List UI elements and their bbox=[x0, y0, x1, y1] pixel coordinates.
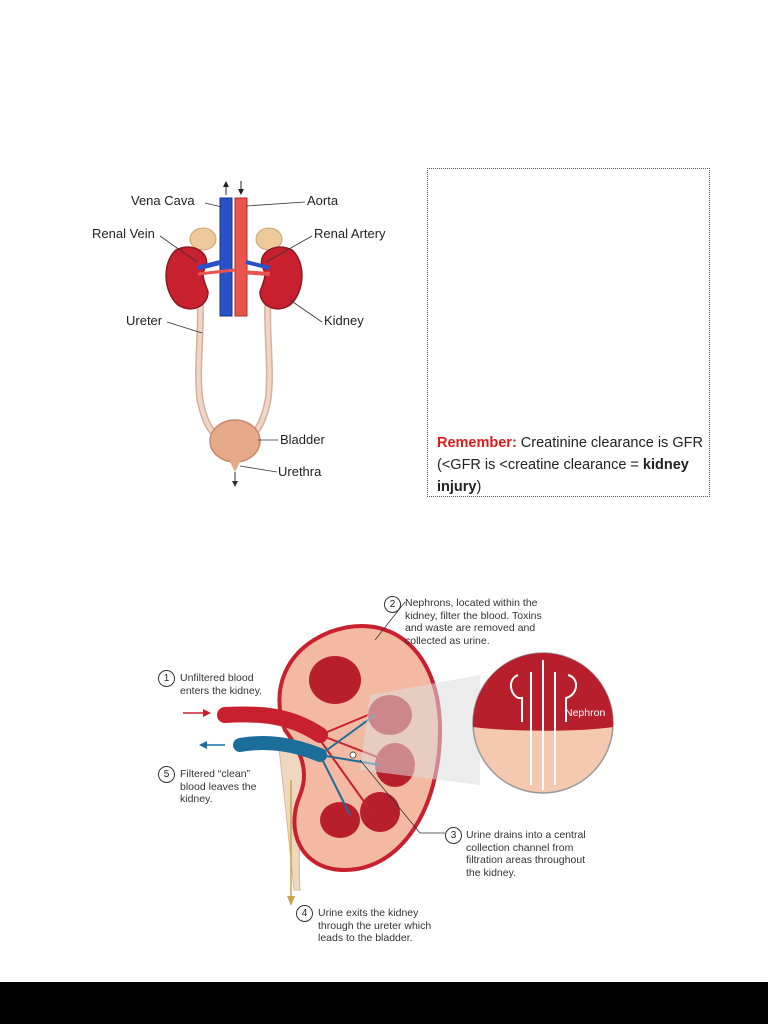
step-text-2: Nephrons, located within the kidney, fil… bbox=[405, 597, 542, 647]
note-bold-text: kidney injury bbox=[437, 457, 689, 495]
label-renal-artery: Renal Artery bbox=[314, 226, 386, 241]
remember-note-box: Remember: Creatinine clearance is GFR (<… bbox=[427, 168, 710, 497]
remember-note-text: Remember: Creatinine clearance is GFR (<… bbox=[437, 432, 707, 498]
step-text-5: Filtered “clean” blood leaves the kidney… bbox=[180, 768, 257, 805]
step-number-4: 4 bbox=[296, 905, 313, 922]
step-text-1: Unfiltered blood enters the kidney. bbox=[180, 672, 263, 697]
step-text-4: Urine exits the kidney through the urete… bbox=[318, 907, 432, 944]
label-bladder: Bladder bbox=[280, 432, 325, 447]
urinary-system-diagram: Vena Cava Aorta Renal Vein Renal Artery … bbox=[0, 0, 420, 500]
label-vena-cava: Vena Cava bbox=[131, 193, 195, 208]
remember-label: Remember: bbox=[437, 435, 517, 451]
note-text-part-2: ) bbox=[476, 479, 482, 495]
step-number-3: 3 bbox=[445, 827, 462, 844]
bottom-black-bar bbox=[0, 982, 768, 1024]
kidney-filtration-illustration bbox=[183, 601, 614, 906]
label-renal-vein: Renal Vein bbox=[92, 226, 155, 241]
label-urethra: Urethra bbox=[278, 464, 322, 479]
kidney-filtration-diagram: Nephron 2 Nephrons, located within the k… bbox=[0, 580, 768, 980]
step-number-1: 1 bbox=[158, 670, 175, 687]
label-aorta: Aorta bbox=[307, 193, 339, 208]
label-ureter: Ureter bbox=[126, 313, 163, 328]
label-kidney: Kidney bbox=[324, 313, 364, 328]
step-number-5: 5 bbox=[158, 766, 175, 783]
inset-label-nephron: Nephron bbox=[565, 707, 606, 719]
note-text-part-1: Creatinine clearance is GFR (<GFR is <cr… bbox=[437, 435, 703, 473]
step-text-3: Urine drains into a central collection c… bbox=[466, 829, 586, 879]
step-number-2: 2 bbox=[384, 596, 401, 613]
urinary-system-illustration bbox=[159, 181, 323, 487]
